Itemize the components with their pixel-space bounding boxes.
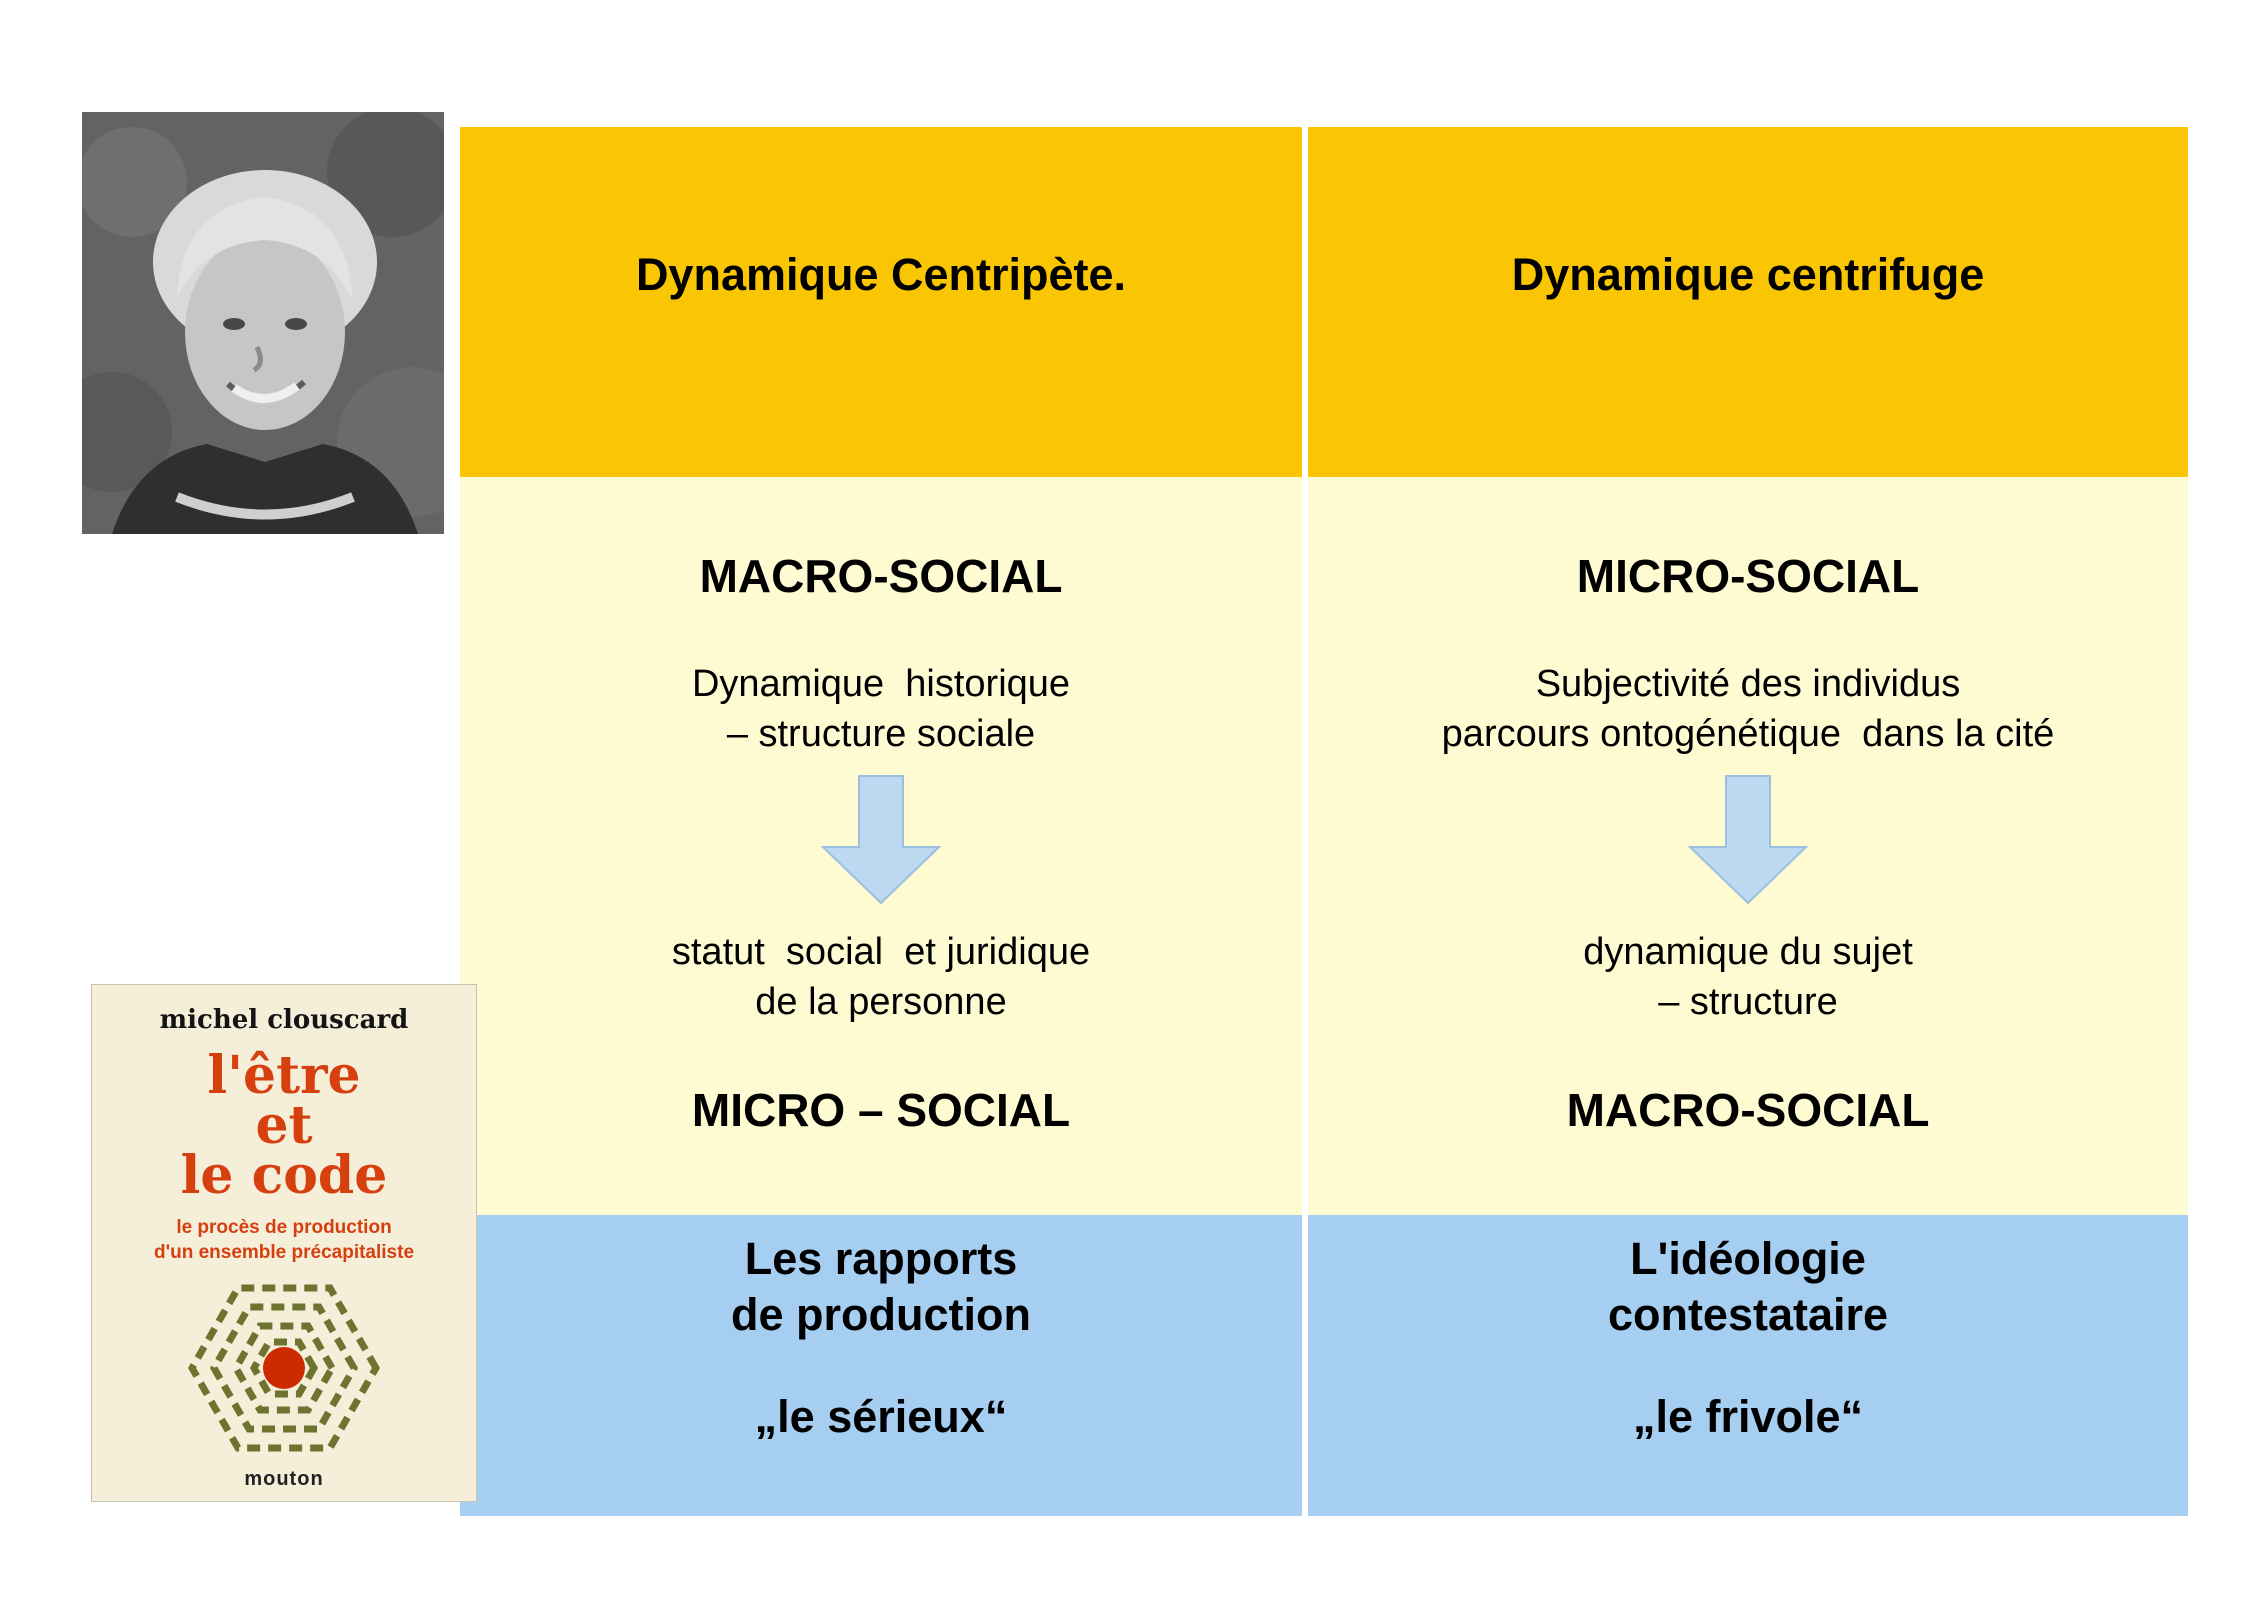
footer-cell-centrifugal: L'idéologie contestataire „le frivole“ xyxy=(1308,1215,2188,1516)
macro-social-label: MACRO-SOCIAL xyxy=(699,550,1063,602)
serieux-quote: „le sérieux“ xyxy=(754,1391,1008,1442)
micro-social-label-right: MICRO-SOCIAL xyxy=(1576,550,1920,602)
legal-status-text: statut social et juridique de la personn… xyxy=(671,931,1091,1023)
portrait-photo xyxy=(82,112,444,534)
frivole-quote: „le frivole“ xyxy=(1632,1391,1864,1442)
historical-dynamic-text: Dynamique historique – structure sociale xyxy=(691,663,1071,755)
portrait-photo-image xyxy=(82,112,444,534)
down-arrow-icon xyxy=(821,775,941,905)
header-cell-centrifugal: Dynamique centrifuge xyxy=(1308,127,2188,477)
footer-cell-centripetal: Les rapports de production „le sérieux“ xyxy=(460,1215,1302,1516)
book-subtitle: le procès de production d'un ensemble pr… xyxy=(153,1217,415,1263)
body-cell-centrifugal: MICRO-SOCIAL Subjectivité des individus … xyxy=(1308,477,2188,1215)
contestatory-ideology-text: L'idéologie contestataire xyxy=(1607,1233,1889,1340)
hexagon-logo-icon xyxy=(187,1284,381,1452)
comparison-table: Dynamique Centripète. Dynamique centrifu… xyxy=(460,127,2188,1516)
book-publisher: mouton xyxy=(244,1468,324,1490)
production-relations-text: Les rapports de production xyxy=(731,1233,1031,1340)
subject-dynamic-text: dynamique du sujet – structure xyxy=(1583,931,1913,1023)
header-cell-centripetal: Dynamique Centripète. xyxy=(460,127,1302,477)
column-title-centrifugal: Dynamique centrifuge xyxy=(1511,249,1985,300)
subjectivity-text: Subjectivité des individus parcours onto… xyxy=(1441,663,2055,755)
body-cell-centripetal: MACRO-SOCIAL Dynamique historique – stru… xyxy=(460,477,1302,1215)
book-cover: michel clouscard l'être et le code le pr… xyxy=(91,984,477,1502)
column-title-centripetal: Dynamique Centripète. xyxy=(635,249,1127,300)
macro-social-label-right: MACRO-SOCIAL xyxy=(1566,1084,1930,1136)
book-title: l'être et le code xyxy=(180,1045,388,1206)
book-author: michel clouscard xyxy=(159,1005,409,1035)
down-arrow-icon xyxy=(1688,775,1808,905)
micro-social-label: MICRO – SOCIAL xyxy=(691,1084,1071,1136)
